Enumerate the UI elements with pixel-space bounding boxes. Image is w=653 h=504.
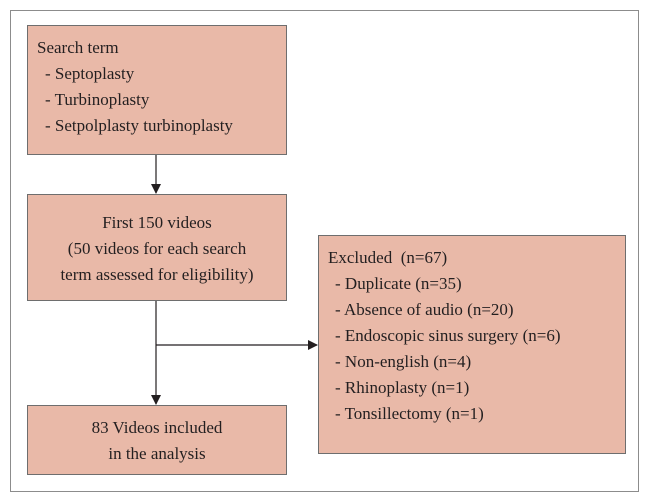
first-videos-line: term assessed for eligibility): [60, 265, 254, 284]
diagram-frame: [10, 10, 639, 492]
first-videos-line: First 150 videos: [102, 213, 212, 232]
excluded-item: - Non-english (n=4): [335, 352, 472, 371]
excluded-heading: Excluded (n=67): [328, 248, 448, 267]
excluded-item: - Rhinoplasty (n=1): [335, 378, 470, 397]
excluded-item: - Duplicate (n=35): [335, 274, 462, 293]
search-term-box: Search term - Septoplasty - Turbinoplast…: [27, 25, 287, 155]
excluded-item: - Absence of audio (n=20): [335, 300, 514, 319]
first-videos-line: (50 videos for each search: [67, 239, 247, 258]
included-videos-box: 83 Videos included in the analysis: [27, 405, 287, 475]
included-videos-line: in the analysis: [108, 444, 206, 463]
search-term-item: - Septoplasty: [45, 64, 135, 83]
excluded-item: - Tonsillectomy (n=1): [335, 404, 484, 423]
search-term-heading: Search term: [37, 38, 119, 57]
search-term-item: - Turbinoplasty: [45, 90, 150, 109]
included-videos-line: 83 Videos included: [91, 418, 223, 437]
search-term-item: - Setpolplasty turbinoplasty: [45, 116, 233, 135]
excluded-box: Excluded (n=67) - Duplicate (n=35) - Abs…: [318, 235, 626, 454]
first-videos-box: First 150 videos (50 videos for each sea…: [27, 194, 287, 301]
excluded-item: - Endoscopic sinus surgery (n=6): [335, 326, 561, 345]
